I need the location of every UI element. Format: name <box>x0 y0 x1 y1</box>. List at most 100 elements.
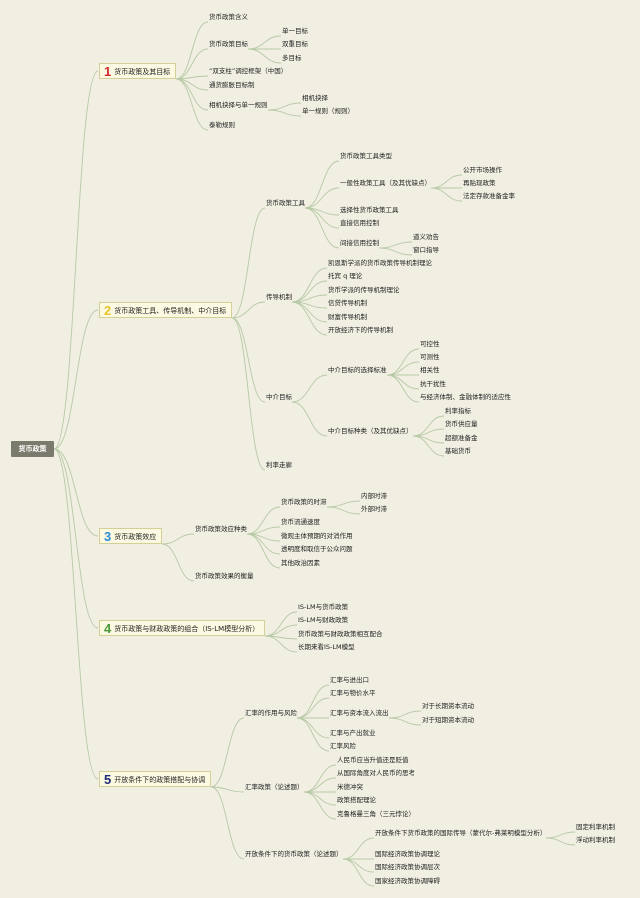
node-b3-f[interactable]: 货币政策效果的衡量 <box>195 572 254 580</box>
branch-2-label: 货币政策工具、传导机制、中介目标 <box>114 307 227 315</box>
node-b3-e5[interactable]: 其他政治因素 <box>281 559 320 567</box>
node-b3-e1[interactable]: 货币政策的时滞 <box>281 498 327 506</box>
node-b5-c1[interactable]: 开放条件下货币政策的国际传导（蒙代尔-弗莱明模型分析） <box>375 829 547 837</box>
node-b1-c4[interactable]: 通货膨胀目标制 <box>209 81 255 89</box>
link-node-b2-t5b <box>378 247 413 256</box>
node-b1-c2b[interactable]: 双重目标 <box>282 40 308 48</box>
node-b2-m1[interactable]: 凯恩斯学派的货币政策传导机制理论 <box>328 259 432 267</box>
node-b1-c5b[interactable]: 单一规则（规则） <box>302 107 354 115</box>
node-b5-c3[interactable]: 国际经济政策协调层次 <box>375 863 440 871</box>
node-b5-b5[interactable]: 克鲁格曼三角（三元悖论） <box>337 810 415 818</box>
node-b4-c2[interactable]: IS-LM与财政政策 <box>298 616 349 624</box>
node-b5-b1[interactable]: 人民币应当升值还是贬值 <box>337 756 409 764</box>
node-b1-c1[interactable]: 货币政策含义 <box>209 13 248 21</box>
node-b5-c1b[interactable]: 浮动利率机制 <box>576 836 615 844</box>
link-node-b5-b1 <box>303 764 337 793</box>
node-b2-z1c[interactable]: 相关性 <box>420 366 440 374</box>
node-b1-c2[interactable]: 货币政策目标 <box>209 40 248 48</box>
branch-3-number: 3 <box>104 529 112 544</box>
node-b3-e1a[interactable]: 内部时滞 <box>361 492 387 500</box>
node-b1-c6[interactable]: 泰勒规则 <box>209 121 235 129</box>
link-node-b2-m1 <box>291 267 328 303</box>
link-node-b2-t4 <box>304 207 340 229</box>
node-b4-c3[interactable]: 货币政策与财政政策相互配合 <box>298 630 383 638</box>
node-b5-c1a[interactable]: 固定利率机制 <box>576 823 615 831</box>
node-b1-c3[interactable]: “双支柱”调控框架（中国） <box>209 67 288 75</box>
node-b1-c2a[interactable]: 单一目标 <box>282 27 308 35</box>
node-b4-c1[interactable]: IS-LM与货币政策 <box>298 603 349 611</box>
node-b2-t3[interactable]: 选择性货币政策工具 <box>340 206 399 214</box>
node-b2-m6[interactable]: 开放经济下的传导机制 <box>328 326 393 334</box>
node-b5-a3b[interactable]: 对于短期资本流动 <box>422 716 474 724</box>
node-b2-r[interactable]: 利率走廊 <box>266 461 292 469</box>
branch-5-number: 5 <box>104 772 112 787</box>
node-b2-z2[interactable]: 中介目标种类（及其优缺点） <box>328 427 413 435</box>
node-b3-e[interactable]: 货币政策效应种类 <box>195 525 247 533</box>
node-b3-e4[interactable]: 透明度和取信于公众问题 <box>281 545 353 553</box>
node-b2-z1b[interactable]: 可测性 <box>420 353 440 361</box>
node-b2-z2a[interactable]: 利率指标 <box>445 407 471 415</box>
node-b2-z1a[interactable]: 可控性 <box>420 340 440 348</box>
root-node[interactable]: 货币政策 <box>11 441 54 457</box>
node-b5-a1[interactable]: 汇率与进出口 <box>330 676 369 684</box>
link-node-b5-a3a <box>388 710 422 719</box>
node-b2-m4[interactable]: 信贷传导机制 <box>328 299 367 307</box>
branch-4-label: 货币政策与财政政策的组合（IS-LM模型分析） <box>114 625 260 633</box>
node-b5-c[interactable]: 开放条件下的货币政策（论述题） <box>245 850 343 858</box>
node-b5-a3[interactable]: 汇率与资本流入流出 <box>330 709 389 717</box>
node-b5-b[interactable]: 汇率政策（论述题） <box>245 783 304 791</box>
node-b2-z[interactable]: 中介目标 <box>266 393 292 401</box>
node-b5-b3[interactable]: 米德冲突 <box>337 783 363 791</box>
link-node-b2-t2a <box>430 174 463 189</box>
node-b5-a3a[interactable]: 对于长期资本流动 <box>422 702 474 710</box>
link-node-b3-e1 <box>246 506 281 535</box>
node-b2-z2c[interactable]: 超额准备金 <box>445 434 478 442</box>
node-b2-z1e[interactable]: 与经济体制、金融体制的适应性 <box>420 393 511 401</box>
node-b2-t2b[interactable]: 再贴现政策 <box>463 179 496 187</box>
node-b2-t1[interactable]: 货币政策工具类型 <box>340 152 392 160</box>
node-b4-c4[interactable]: 长期来看IS-LM模型 <box>298 643 355 651</box>
link-node-b4-c1 <box>264 611 298 637</box>
node-b2-t[interactable]: 货币政策工具 <box>266 199 305 207</box>
node-b5-c4[interactable]: 国家经济政策协调障碍 <box>375 877 440 885</box>
node-b2-z1d[interactable]: 抗干扰性 <box>420 380 446 388</box>
node-b5-c2[interactable]: 国际经济政策协调理论 <box>375 850 440 858</box>
node-b2-z2d[interactable]: 基础货币 <box>445 447 471 455</box>
node-b5-a2[interactable]: 汇率与物价水平 <box>330 689 376 697</box>
link-node-b5-c1b <box>545 837 576 846</box>
link-node-b5-c1a <box>545 831 576 839</box>
node-b2-t2a[interactable]: 公开市场操作 <box>463 166 502 174</box>
node-b2-z1[interactable]: 中介目标的选择标准 <box>328 366 387 374</box>
node-b2-t5[interactable]: 间接信用控制 <box>340 239 379 247</box>
node-b5-a4[interactable]: 汇率与产出就业 <box>330 729 376 737</box>
link-node-b5-b4 <box>303 791 337 806</box>
node-b5-a[interactable]: 汇率的作用与风险 <box>245 709 297 717</box>
node-b2-t2c[interactable]: 法定存款准备金率 <box>463 192 515 200</box>
node-b5-b2[interactable]: 从国际角度对人民币的思考 <box>337 769 415 777</box>
node-b5-a5[interactable]: 汇率风险 <box>330 742 356 750</box>
node-b2-t4[interactable]: 直接信用控制 <box>340 219 379 227</box>
node-b3-e2[interactable]: 货币流通速度 <box>281 518 320 526</box>
node-b2-t2[interactable]: 一般性政策工具（及其优缺点） <box>340 179 431 187</box>
node-b2-m5[interactable]: 财富传导机制 <box>328 313 367 321</box>
node-b3-e1b[interactable]: 外部时滞 <box>361 505 387 513</box>
node-b2-m2[interactable]: 托宾 q 理论 <box>328 272 363 280</box>
node-b3-e3[interactable]: 微观主体预期的对消作用 <box>281 532 353 540</box>
node-b2-t5a[interactable]: 道义劝告 <box>413 233 439 241</box>
link-node-b5-a5 <box>296 717 330 752</box>
node-b2-m[interactable]: 传导机制 <box>266 293 292 301</box>
node-b1-c2c[interactable]: 多目标 <box>282 54 302 62</box>
node-b1-c5[interactable]: 相机抉择与单一规则 <box>209 101 268 109</box>
node-b1-c5a[interactable]: 相机抉择 <box>302 94 328 102</box>
node-b5-b4[interactable]: 政策搭配理论 <box>337 796 376 804</box>
node-b2-m3[interactable]: 货币学派的传导机制理论 <box>328 286 400 294</box>
link-node-b2-z1e <box>386 374 420 403</box>
node-b2-z2b[interactable]: 货币供应量 <box>445 420 478 428</box>
node-b2-t5b[interactable]: 窗口指导 <box>413 246 439 254</box>
